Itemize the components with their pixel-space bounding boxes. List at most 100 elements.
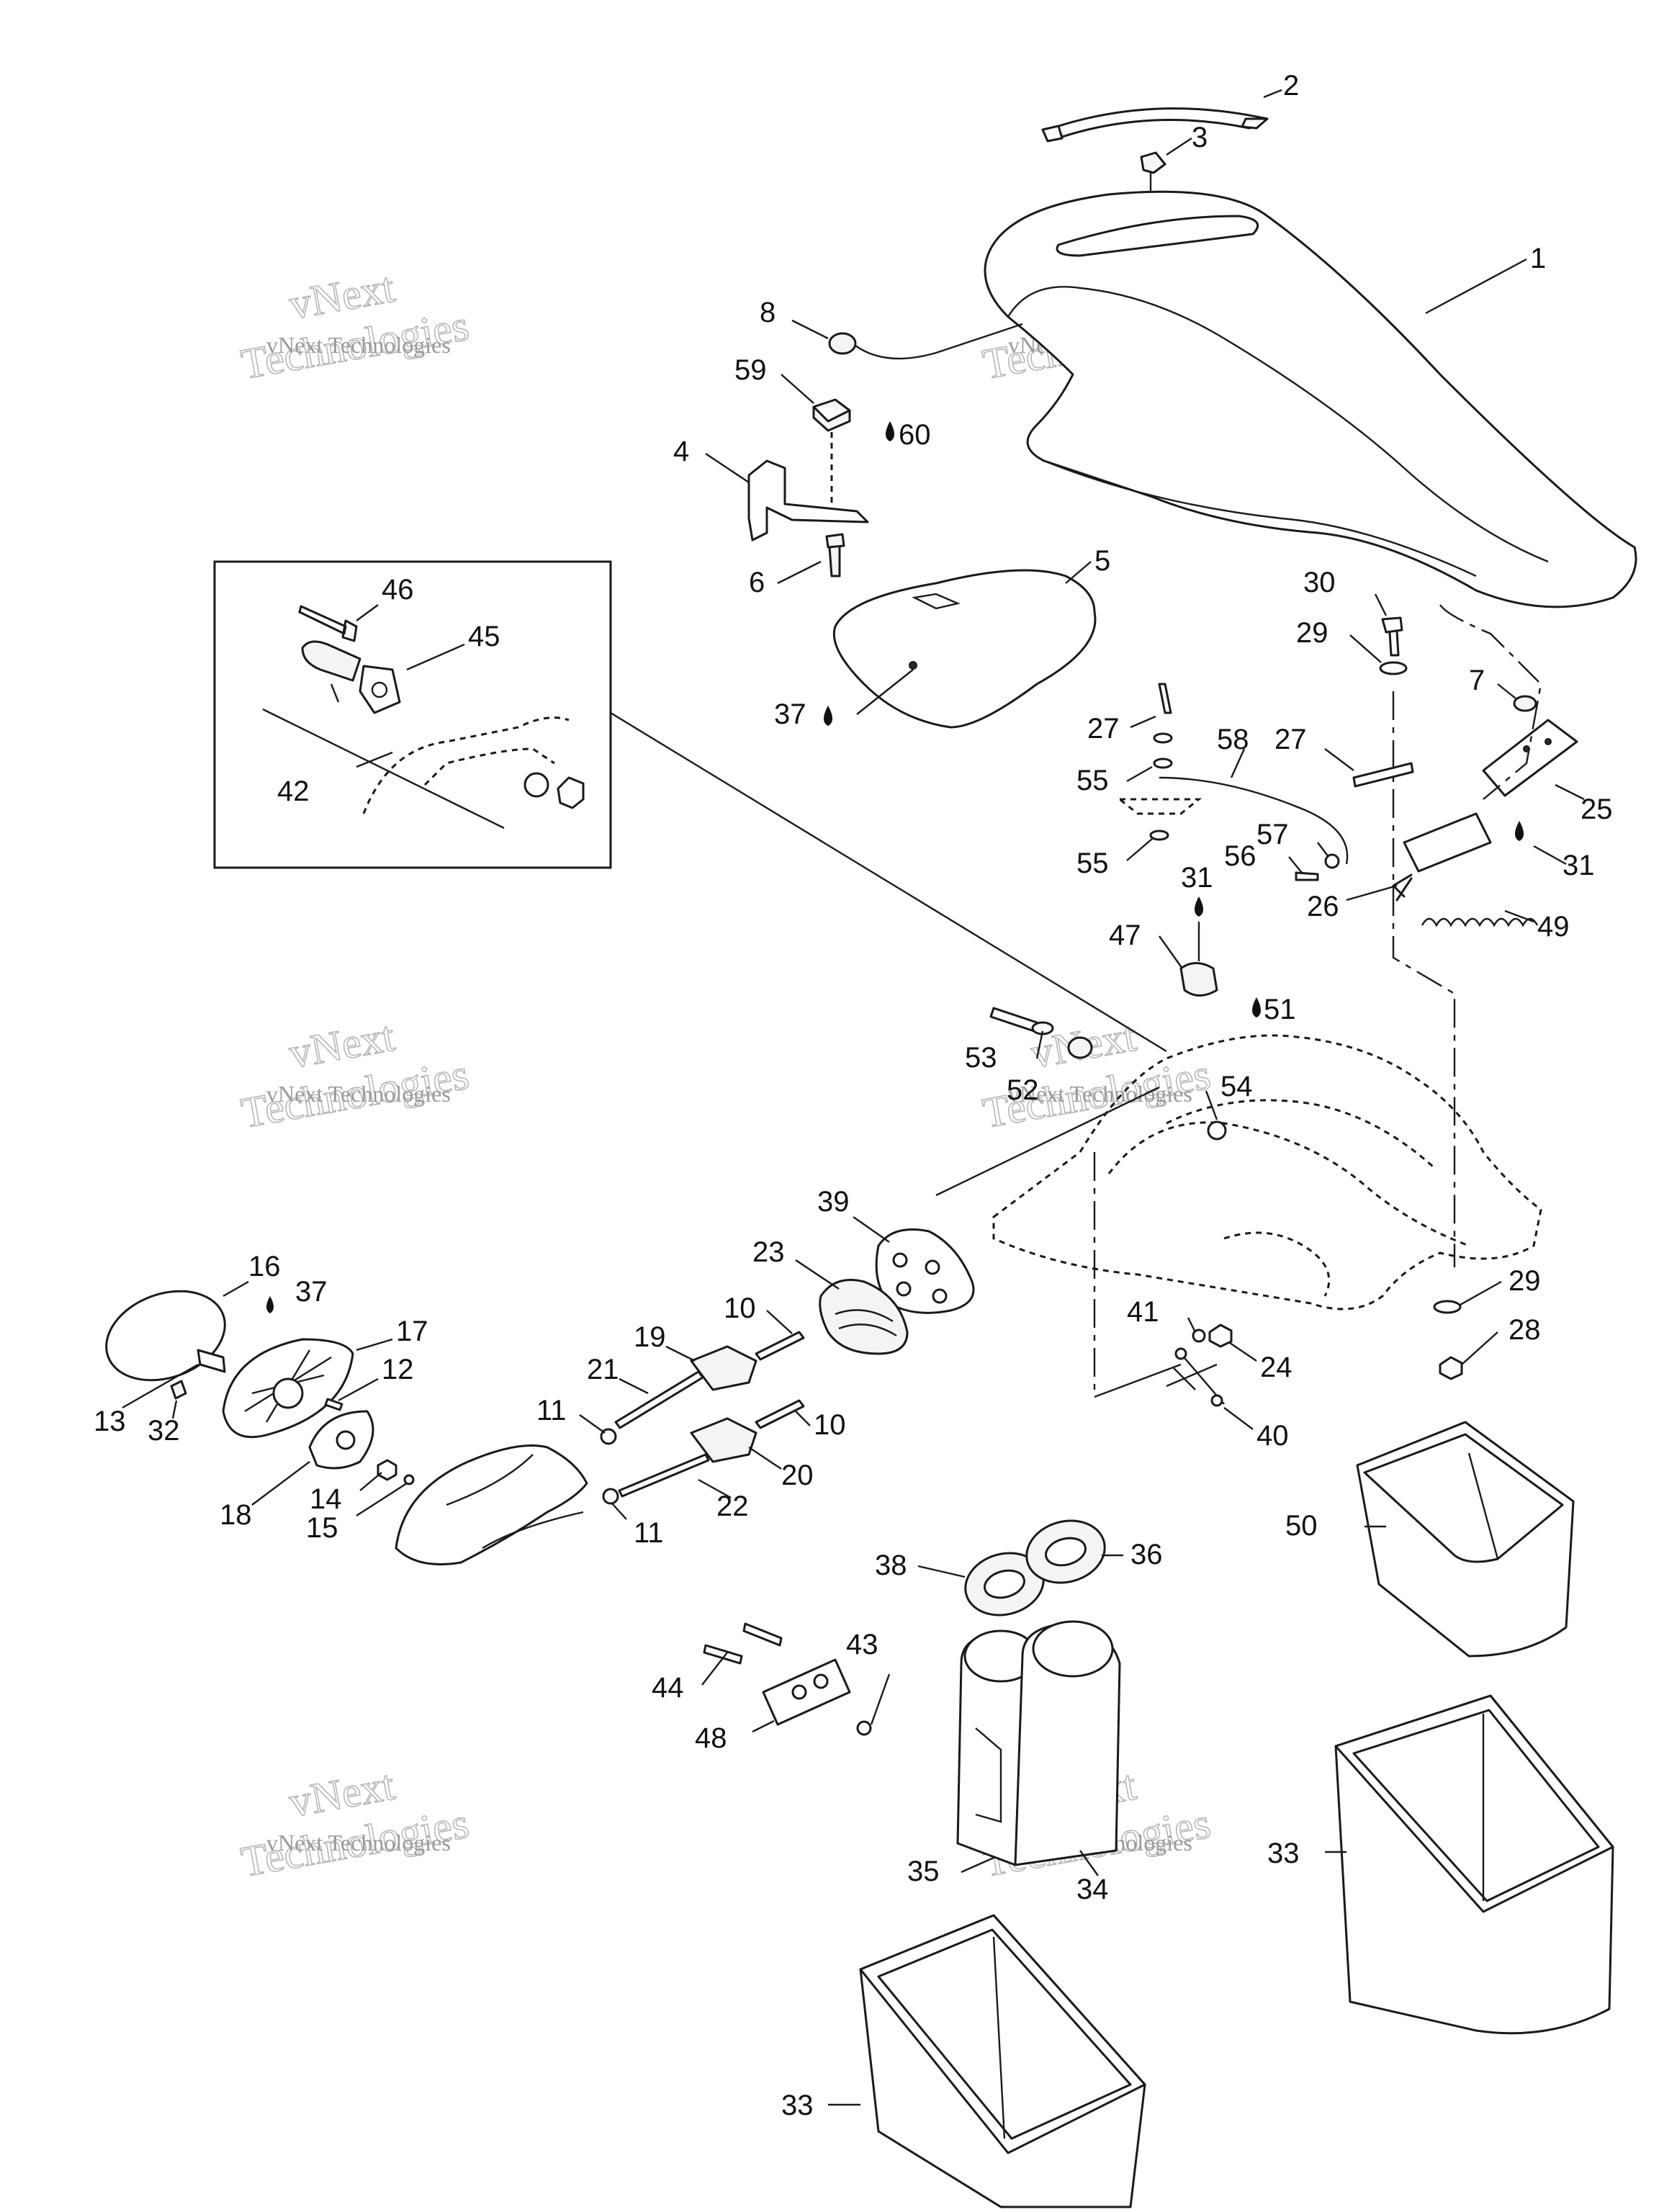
part-19-bracket xyxy=(690,1345,757,1391)
callout-12: 12 xyxy=(382,1354,414,1385)
drop-icon xyxy=(266,1296,274,1313)
callout-7: 7 xyxy=(1469,665,1485,696)
part-15-screw xyxy=(403,1474,415,1485)
svg-text:vNext Technologies: vNext Technologies xyxy=(266,332,451,358)
svg-text:vNext Technologies: vNext Technologies xyxy=(266,1081,451,1107)
callout-21: 21 xyxy=(587,1354,619,1385)
callout-44: 44 xyxy=(652,1672,684,1704)
callout-32: 32 xyxy=(148,1415,180,1447)
part-29-washer-lower xyxy=(1433,1300,1462,1314)
callout-31a: 31 xyxy=(1181,862,1213,894)
callout-29b: 29 xyxy=(1509,1265,1541,1297)
callout-30: 30 xyxy=(1303,567,1336,598)
part-24-nut xyxy=(1208,1323,1233,1348)
callout-39: 39 xyxy=(817,1186,850,1218)
part-2-trim-strip xyxy=(1046,107,1269,138)
part-27-rivet-lower xyxy=(1352,762,1414,788)
part-44-rivet-a xyxy=(703,1644,743,1665)
callout-27b: 27 xyxy=(1274,724,1307,755)
part-22-bolt xyxy=(618,1453,710,1498)
part-49-spring xyxy=(1421,917,1539,927)
part-53-rivet xyxy=(989,1007,1038,1033)
drop-icon xyxy=(1195,896,1203,917)
callout-6: 6 xyxy=(749,567,765,598)
watermark-5: vNext Technologies vNext Technologies xyxy=(237,1761,472,1887)
callout-55b: 55 xyxy=(1076,848,1109,879)
callout-56: 56 xyxy=(1224,840,1256,872)
callout-49: 49 xyxy=(1537,911,1570,943)
hull-outline xyxy=(992,1034,1542,1310)
callout-33a: 33 xyxy=(1267,1838,1300,1869)
drop-icon xyxy=(824,706,832,726)
callout-43: 43 xyxy=(846,1629,878,1660)
svg-text:vNext Technologies: vNext Technologies xyxy=(266,1830,451,1856)
part-8-cap xyxy=(828,332,857,355)
part-28-nut xyxy=(1439,1356,1463,1380)
callout-41: 41 xyxy=(1127,1296,1159,1328)
part-11-nut-lower xyxy=(602,1488,619,1505)
callout-54: 54 xyxy=(1220,1071,1253,1102)
part-47-grommet xyxy=(1179,962,1218,997)
part-13-valve xyxy=(197,1349,226,1373)
callout-31b: 31 xyxy=(1563,850,1595,881)
drop-icon xyxy=(886,421,894,441)
callout-50: 50 xyxy=(1285,1510,1318,1542)
callout-20: 20 xyxy=(781,1460,814,1491)
callout-labels: 1 2 3 4 5 6 7 8 10 10 11 11 12 13 14 15 … xyxy=(94,70,1613,2121)
callout-5: 5 xyxy=(1094,545,1110,577)
callout-8: 8 xyxy=(760,297,775,328)
part-12-screw xyxy=(324,1398,343,1411)
part-14-nut xyxy=(377,1459,397,1481)
part-57-washer xyxy=(1324,853,1340,869)
part-44-rivet-b xyxy=(742,1622,783,1647)
watermark-3: vNext Technologies vNext Technologies xyxy=(237,1012,472,1138)
part-1-seat-cover xyxy=(984,190,1637,608)
part-1-inner-edge xyxy=(1007,286,1549,563)
callout-19: 19 xyxy=(634,1321,666,1353)
callout-36: 36 xyxy=(1130,1539,1163,1570)
part-54-cap xyxy=(1207,1120,1227,1141)
part-52-spacer xyxy=(1067,1036,1093,1059)
callout-29a: 29 xyxy=(1296,617,1328,649)
callout-4: 4 xyxy=(673,436,689,467)
part-42-ring xyxy=(523,772,549,798)
callout-37a: 37 xyxy=(774,698,806,730)
callout-38: 38 xyxy=(875,1550,907,1581)
callout-18: 18 xyxy=(220,1499,252,1531)
part-7-grommet xyxy=(1513,695,1537,712)
part-42-nut xyxy=(557,776,585,809)
callout-2: 2 xyxy=(1283,70,1299,102)
callout-46: 46 xyxy=(382,574,414,606)
callout-22: 22 xyxy=(716,1491,749,1522)
part-20-bracket xyxy=(690,1417,757,1463)
part-hatch-cover xyxy=(395,1444,588,1565)
callout-10b: 10 xyxy=(814,1409,846,1441)
part-25-plate xyxy=(1482,719,1578,797)
part-42-hatch xyxy=(362,716,570,814)
part-16-seal xyxy=(105,1290,226,1382)
callout-55a: 55 xyxy=(1076,765,1109,796)
callout-25: 25 xyxy=(1581,793,1613,825)
part-32-plug xyxy=(170,1380,187,1400)
callout-27a: 27 xyxy=(1087,713,1120,745)
part-1-lower-edge xyxy=(1043,459,1477,577)
callout-48: 48 xyxy=(695,1722,727,1754)
part-29-washer-upper xyxy=(1379,661,1408,675)
callout-16: 16 xyxy=(248,1251,281,1282)
part-23-fairlead xyxy=(819,1279,909,1355)
part-27-rivet-upper xyxy=(1158,683,1172,714)
drop-icon xyxy=(1515,821,1524,841)
callout-15: 15 xyxy=(306,1512,338,1544)
inset-frame xyxy=(213,560,612,869)
callout-40: 40 xyxy=(1256,1420,1289,1452)
part-1-grab-opening xyxy=(1056,215,1259,257)
svg-text:vNext Technologies: vNext Technologies xyxy=(1008,1081,1192,1107)
callout-1: 1 xyxy=(1530,243,1546,274)
part-2-tab-right xyxy=(1241,117,1269,130)
watermark-1: vNext Technologies vNext Technologies xyxy=(237,263,472,389)
callout-57: 57 xyxy=(1256,819,1289,850)
part-30-bolt xyxy=(1381,616,1403,657)
callout-11a: 11 xyxy=(536,1395,567,1426)
part-58-cable xyxy=(1159,776,1349,865)
